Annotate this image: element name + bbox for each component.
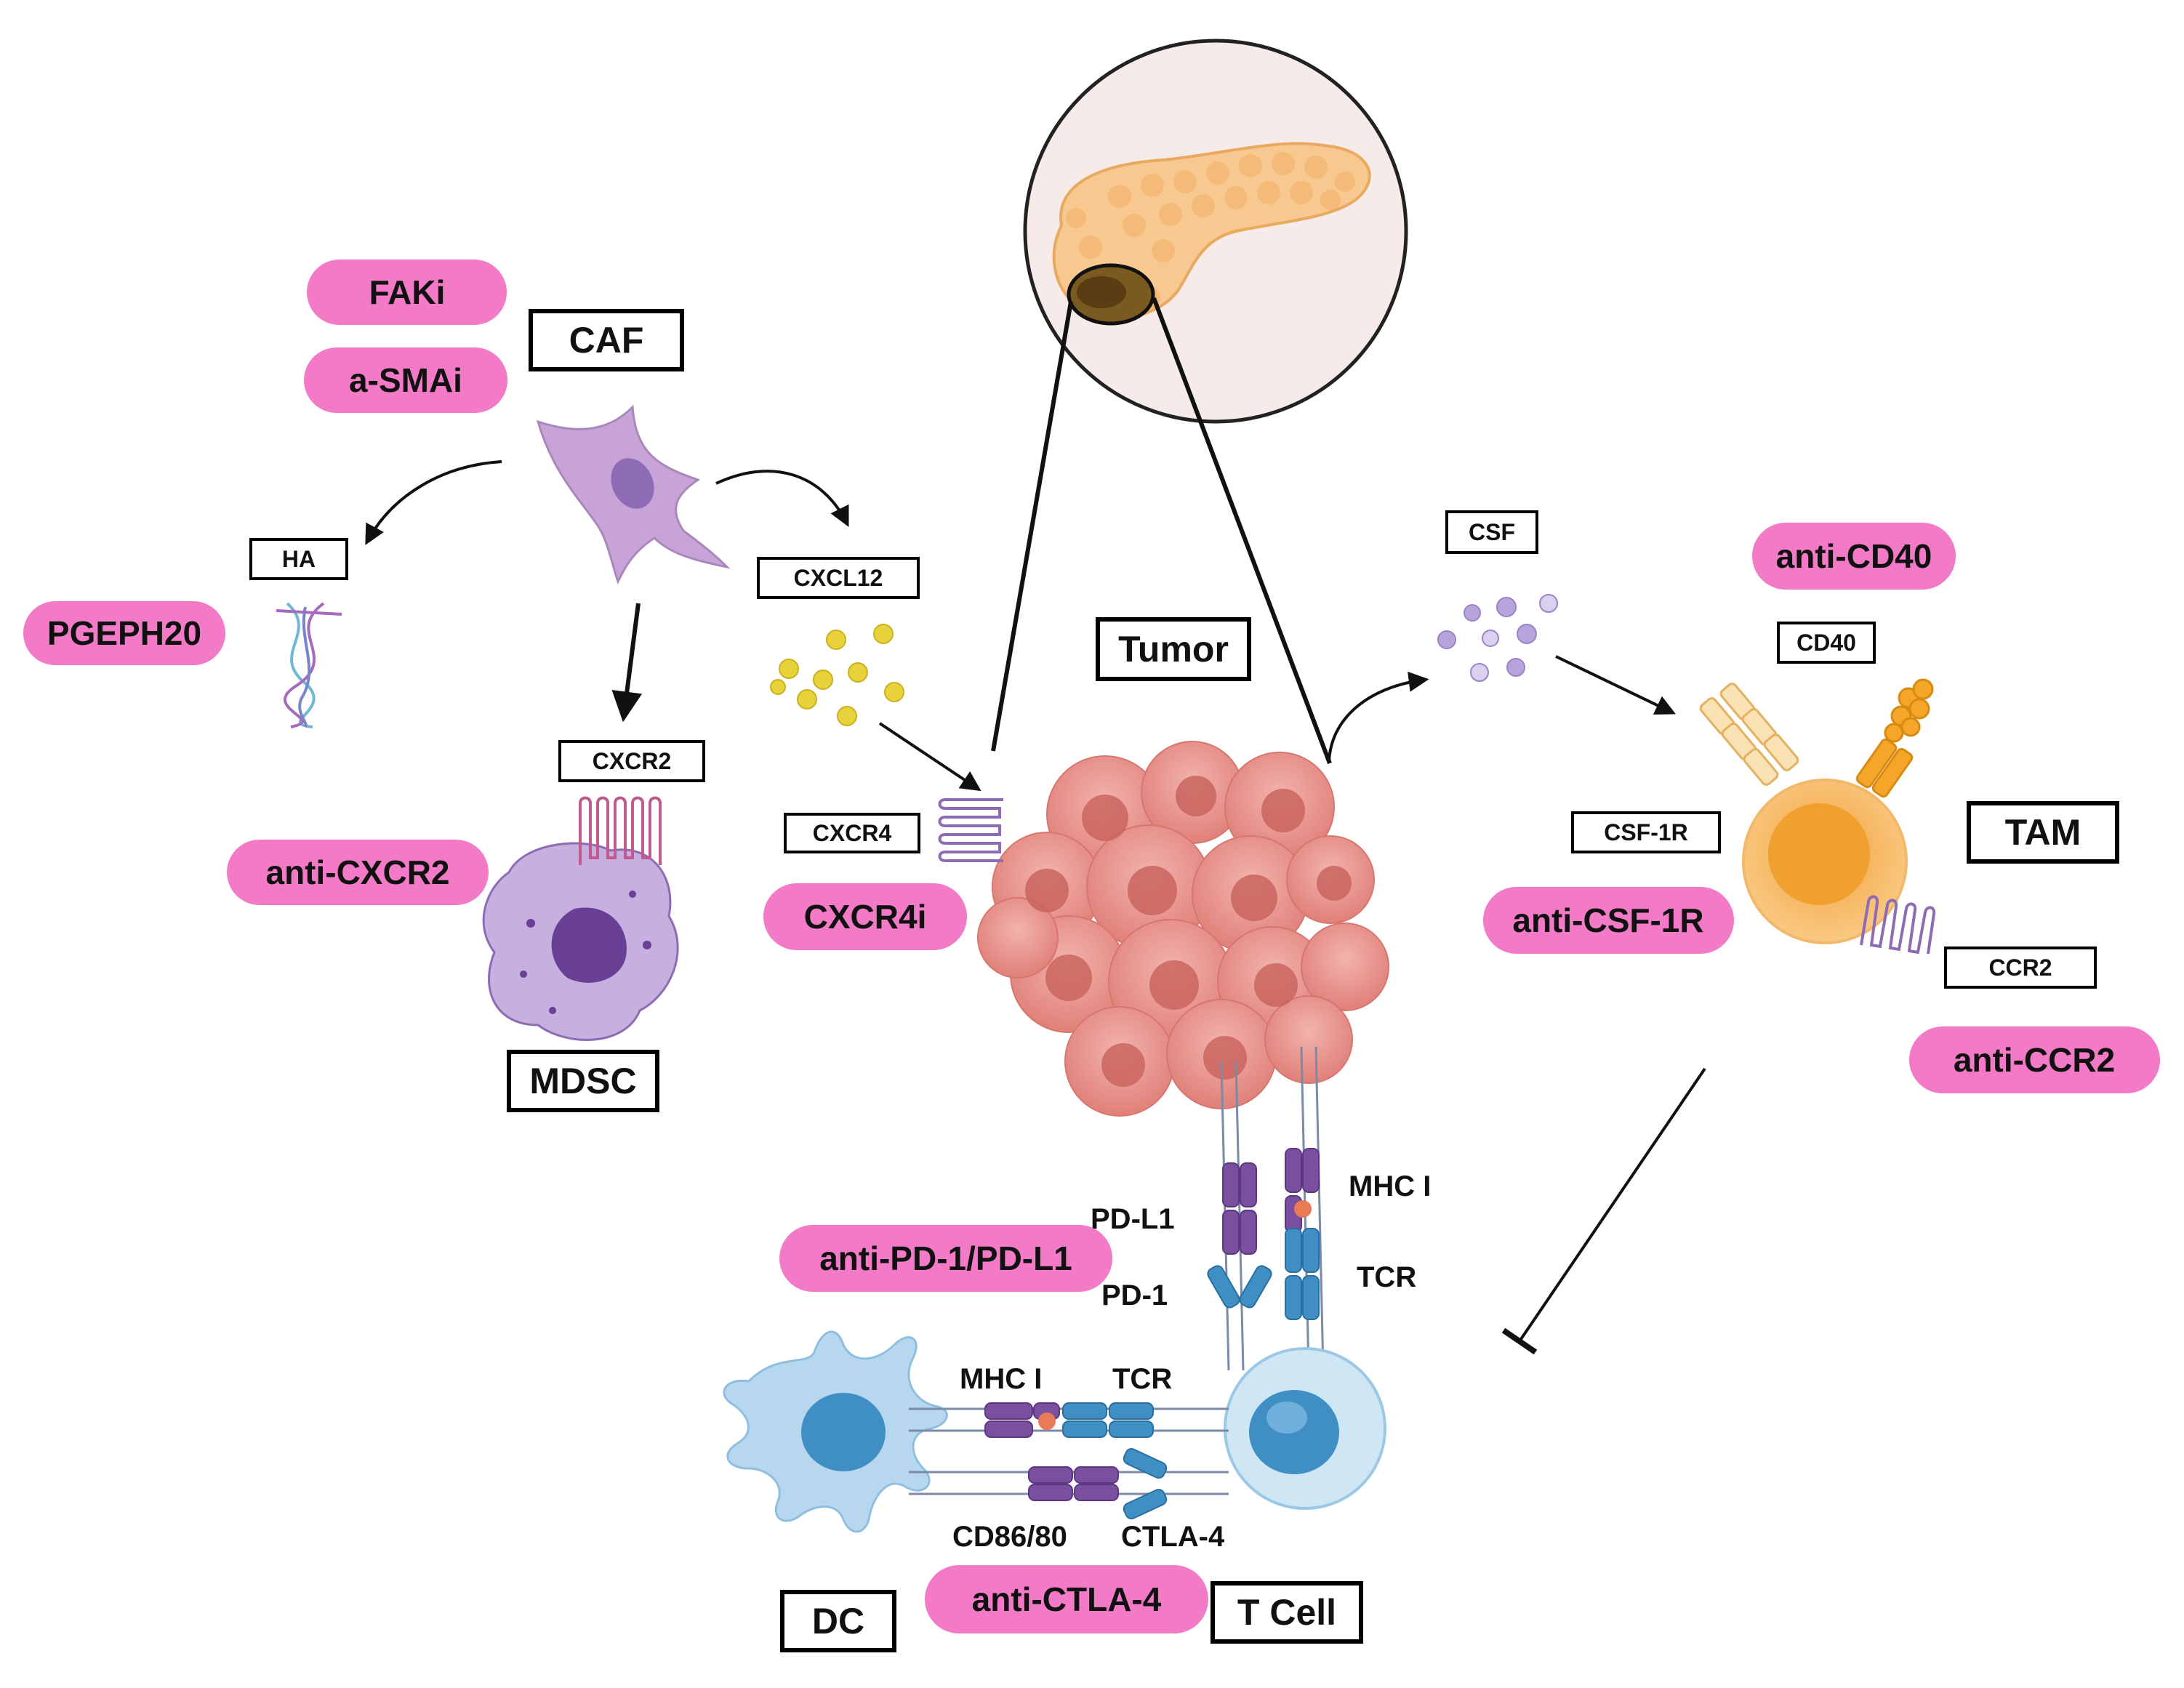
t-cell [1224, 1347, 1386, 1510]
ccr2-label: CCR2 [1944, 947, 2097, 989]
svg-text:TAM: TAM [2005, 812, 2081, 853]
drug-anti-ctla4: anti-CTLA-4 [925, 1565, 1208, 1633]
cxcr2-label: CXCR2 [558, 740, 705, 782]
svg-text:DC: DC [812, 1601, 864, 1641]
cd40-label: CD40 [1777, 622, 1876, 664]
svg-text:PGEPH20: PGEPH20 [47, 614, 201, 652]
svg-text:FAKi: FAKi [369, 273, 446, 311]
svg-text:CD40: CD40 [1796, 630, 1856, 656]
ha-label: HA [249, 538, 348, 580]
mdsc-cell [482, 842, 679, 1041]
tumor-mass [977, 741, 1389, 1117]
svg-text:CXCR2: CXCR2 [593, 748, 671, 774]
csf-molecules [1437, 594, 1558, 682]
svg-text:anti-CXCR2: anti-CXCR2 [265, 853, 449, 891]
csf-label: CSF [1445, 510, 1538, 554]
drug-anti-cd40: anti-CD40 [1752, 523, 1956, 590]
drug-faki: FAKi [307, 260, 507, 325]
antigen-peptide-top [1294, 1200, 1312, 1218]
cxcr4-label: CXCR4 [784, 813, 920, 853]
inhibition-line [1518, 1067, 1706, 1343]
drug-anti-pd1-pdl1: anti-PD-1/PD-L1 [779, 1225, 1112, 1292]
cxcl12-chemokines [770, 624, 904, 726]
svg-text:CAF: CAF [569, 320, 644, 361]
arrow-caf-to-cxcl12 [715, 470, 849, 528]
drug-cxcr4i: CXCR4i [763, 883, 967, 950]
arrow-caf-to-mdsc [611, 603, 643, 723]
tcr-top-label: TCR [1357, 1261, 1416, 1293]
pancreas-zoom-circle [1023, 39, 1408, 424]
antigen-peptide-bottom [1038, 1412, 1056, 1430]
drug-anti-ccr2: anti-CCR2 [1909, 1026, 2160, 1093]
mhc1-bottom-molecule [984, 1402, 1060, 1438]
inhibition-bar [1501, 1327, 1538, 1355]
drug-pgeph20: PGEPH20 [23, 601, 225, 665]
svg-text:CCR2: CCR2 [1988, 954, 2052, 981]
svg-text:anti-PD-1/PD-L1: anti-PD-1/PD-L1 [819, 1239, 1072, 1277]
svg-text:anti-CCR2: anti-CCR2 [1954, 1041, 2115, 1079]
tumor-label: Tumor [1096, 617, 1251, 681]
ctla4-label: CTLA-4 [1121, 1521, 1225, 1553]
svg-text:CXCL12: CXCL12 [794, 565, 883, 591]
pdl1-label: PD-L1 [1091, 1203, 1175, 1235]
caf-cell [536, 404, 731, 584]
tam-cell [1742, 779, 1908, 944]
drug-anti-csf1r: anti-CSF-1R [1483, 887, 1734, 954]
svg-text:a-SMAi: a-SMAi [349, 361, 462, 399]
pd1-label: PD-1 [1101, 1279, 1168, 1311]
cxcr2-receptor [579, 796, 662, 865]
mhc1-bottom-label: MHC I [960, 1363, 1042, 1395]
ctla4-molecule [1123, 1447, 1168, 1520]
dc-cell [723, 1330, 948, 1533]
zoom-line-right [1152, 297, 1332, 765]
mhc1-top-molecule [1285, 1148, 1320, 1233]
svg-text:Tumor: Tumor [1118, 629, 1229, 670]
csf1r-receptor [1699, 683, 1799, 786]
tam-label: TAM [1967, 801, 2119, 864]
pdl1-molecule [1222, 1162, 1257, 1255]
svg-text:anti-CTLA-4: anti-CTLA-4 [972, 1580, 1162, 1618]
svg-text:anti-CSF-1R: anti-CSF-1R [1512, 901, 1703, 939]
mdsc-label: MDSC [507, 1050, 659, 1112]
ha-strands [276, 602, 342, 728]
cd40-receptor [1855, 678, 1934, 798]
svg-text:MDSC: MDSC [529, 1061, 636, 1101]
arrow-cxcl12-to-cxcr4 [878, 722, 981, 792]
mhc1-top-label: MHC I [1349, 1170, 1431, 1202]
tcr-bottom-label: TCR [1112, 1363, 1172, 1395]
tcell-label: T Cell [1211, 1581, 1363, 1644]
svg-text:CXCR4: CXCR4 [813, 820, 892, 846]
drug-asmai: a-SMAi [304, 347, 507, 413]
arrow-caf-to-ha [365, 460, 502, 545]
csf1r-label: CSF-1R [1571, 811, 1721, 853]
svg-text:anti-CD40: anti-CD40 [1776, 537, 1932, 575]
drug-anti-cxcr2: anti-CXCR2 [227, 840, 489, 905]
cd86-80-molecule [1028, 1466, 1119, 1501]
cxcl12-label: CXCL12 [757, 557, 920, 599]
svg-text:CSF: CSF [1469, 519, 1515, 545]
arrow-csf-to-tam [1555, 655, 1677, 715]
svg-text:T Cell: T Cell [1237, 1592, 1336, 1633]
ccr2-receptor [1860, 895, 1936, 954]
dc-label: DC [780, 1590, 896, 1652]
tcr-top-molecule [1285, 1228, 1320, 1320]
caf-label: CAF [529, 309, 684, 371]
svg-text:HA: HA [282, 546, 316, 572]
svg-text:CSF-1R: CSF-1R [1604, 819, 1688, 845]
svg-text:CXCR4i: CXCR4i [804, 898, 927, 936]
pd1-molecule [1207, 1265, 1272, 1309]
cxcr4-receptor [938, 798, 1003, 862]
zoom-line-left [991, 301, 1073, 752]
arrow-tumor-to-csf [1328, 671, 1429, 763]
cd86-80-label: CD86/80 [952, 1521, 1067, 1553]
tcr-bottom-molecule [1062, 1402, 1154, 1438]
